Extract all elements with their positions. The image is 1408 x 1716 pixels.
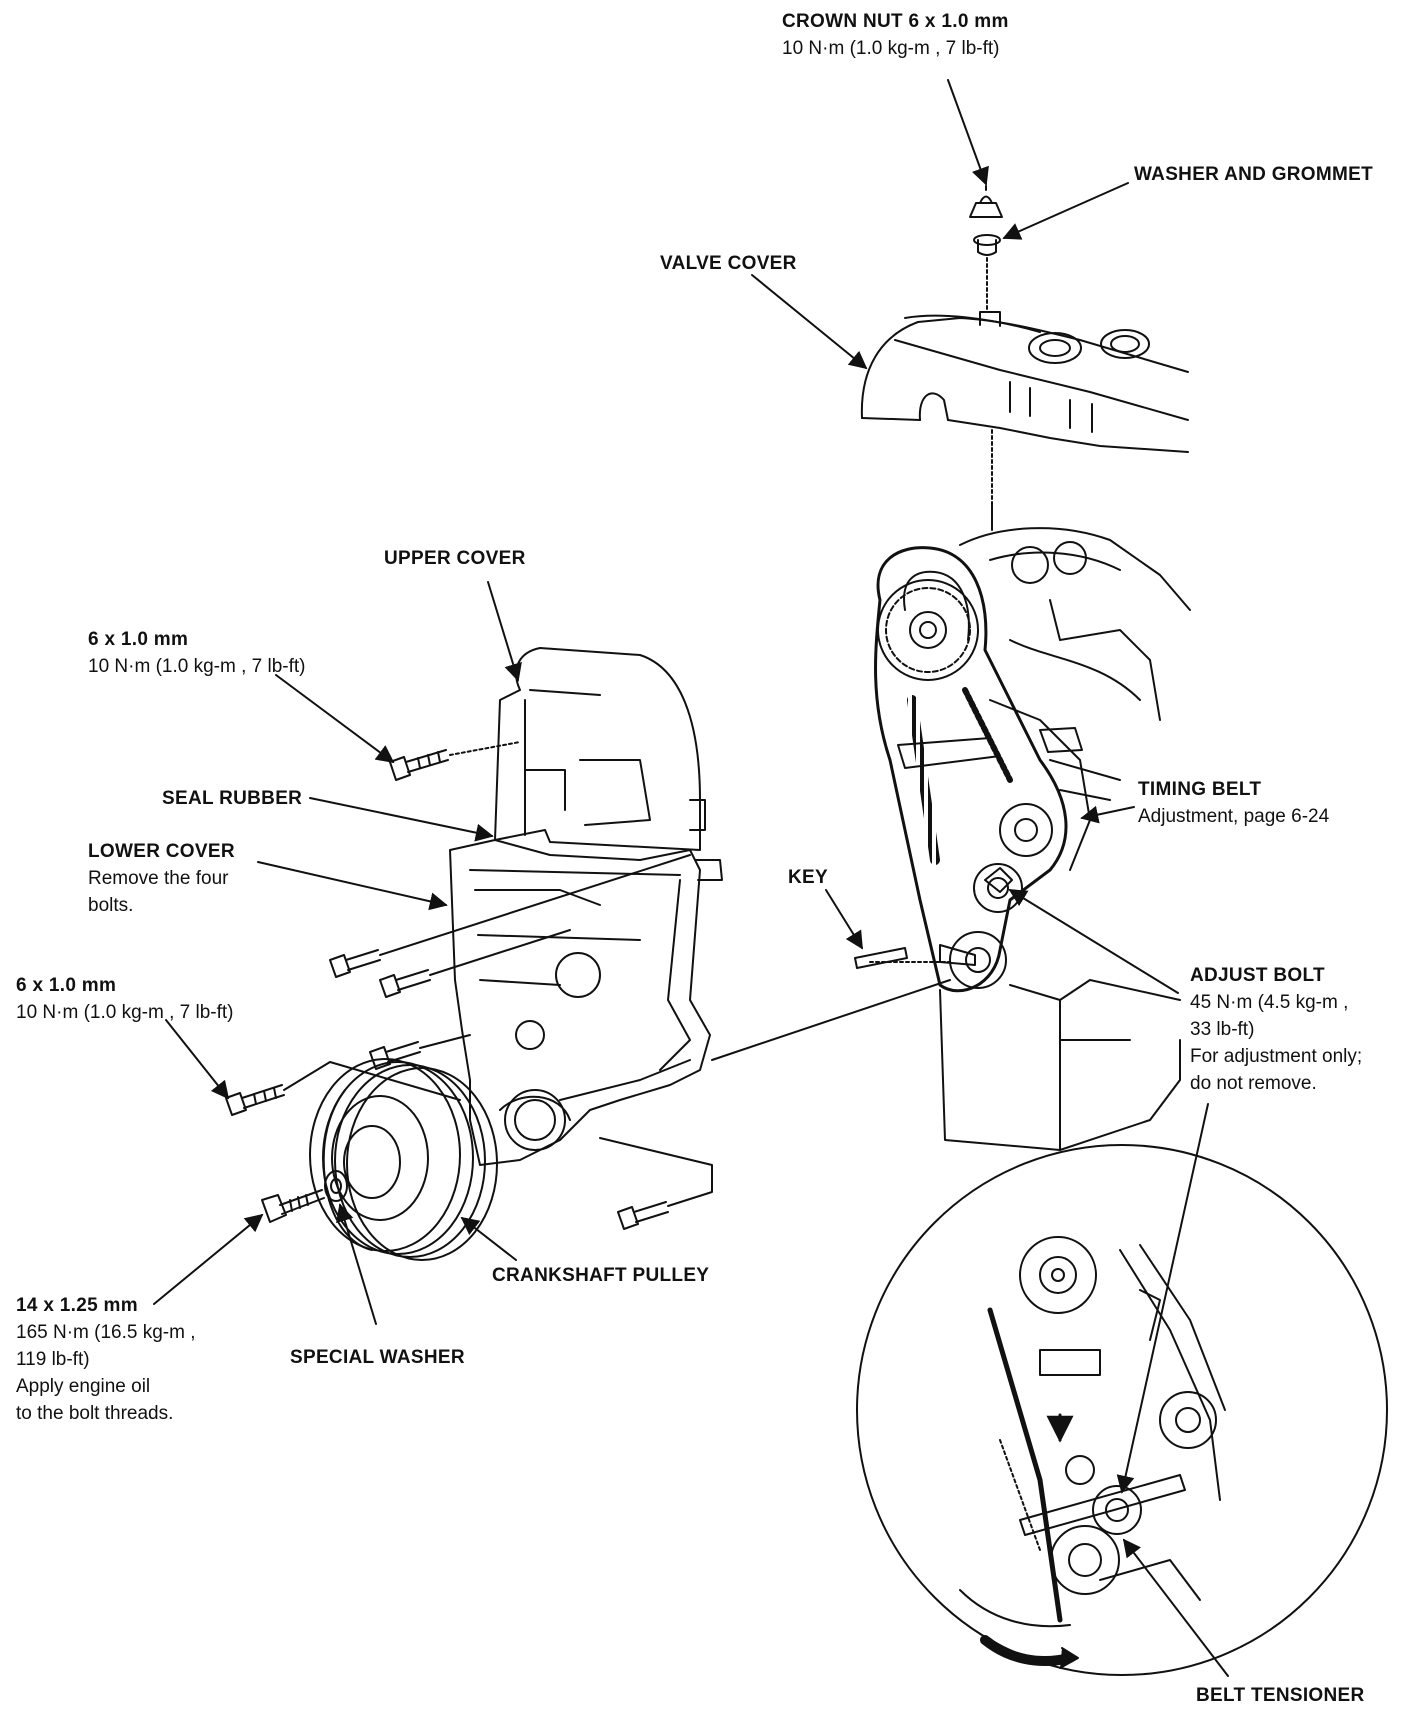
camshaft-pulley — [877, 579, 979, 681]
leader-crankshaft-pulley — [460, 1216, 517, 1261]
crank-sprocket — [939, 931, 1007, 989]
special-washer — [324, 1170, 348, 1202]
label-crank-bolt: 14 x 1.25 mm 165 N·m (16.5 kg-m , 119 lb… — [16, 1295, 196, 1424]
bolt-lower-cover-1 — [329, 949, 381, 978]
label-special-washer: SPECIAL WASHER — [290, 1347, 465, 1368]
leader-key — [825, 889, 863, 950]
tensioner-pulley — [973, 863, 1023, 913]
leader-timing-belt — [1080, 805, 1135, 824]
bolt-lower-cover-3 — [369, 1041, 421, 1070]
crankshaft-pulley — [309, 1058, 498, 1261]
leader-bolt-lower — [165, 1019, 230, 1100]
timing-belt — [874, 546, 1068, 993]
label-crown-nut: CROWN NUT 6 x 1.0 mm 10 N·m (1.0 kg-m , … — [782, 11, 1009, 59]
label-valve-cover: VALVE COVER — [660, 253, 797, 274]
crown-nut — [969, 185, 1003, 218]
engine-block — [939, 505, 1191, 1151]
label-timing-belt: TIMING BELT Adjustment, page 6-24 — [1138, 779, 1330, 827]
leader-washer-grommet — [1002, 182, 1129, 240]
leader-crown-nut — [947, 79, 989, 186]
leader-adjust-bolt-inset — [1116, 1103, 1209, 1494]
bolt-lower-cover-4 — [617, 1201, 669, 1230]
crank-bolt — [261, 1189, 325, 1223]
leader-bolt-upper — [275, 674, 395, 764]
label-bolt-lower: 6 x 1.0 mm 10 N·m (1.0 kg-m , 7 lb-ft) — [16, 975, 234, 1023]
upper-cover — [494, 647, 706, 851]
water-pump-pulley — [999, 803, 1053, 857]
leader-valve-cover — [751, 274, 868, 370]
label-washer-grommet: WASHER AND GROMMET — [1134, 164, 1374, 185]
label-key: KEY — [788, 867, 828, 888]
washer-grommet — [973, 234, 1001, 256]
woodruff-key — [854, 947, 908, 969]
leader-adjust-bolt — [1008, 889, 1179, 994]
timing-bracket — [897, 727, 1083, 769]
leader-lower-cover — [257, 861, 448, 911]
bolt-6x1-lower — [225, 1084, 285, 1116]
leader-crank-bolt — [153, 1213, 264, 1305]
label-bolt-upper: 6 x 1.0 mm 10 N·m (1.0 kg-m , 7 lb-ft) — [88, 629, 306, 677]
leader-seal-rubber — [309, 797, 494, 842]
lower-cover — [449, 839, 723, 1166]
label-adjust-bolt: ADJUST BOLT 45 N·m (4.5 kg-m , 33 lb-ft)… — [1190, 965, 1363, 1094]
label-belt-tensioner: BELT TENSIONER — [1196, 1685, 1365, 1706]
label-crankshaft-pulley: CRANKSHAFT PULLEY — [492, 1265, 710, 1286]
bolt-upper-cover — [389, 749, 449, 781]
valve-cover — [860, 311, 1189, 453]
leader-upper-cover — [487, 581, 522, 682]
inset-detail — [856, 1144, 1388, 1676]
label-lower-cover: LOWER COVER Remove the four bolts. — [88, 841, 235, 916]
bolt-lower-cover-2 — [379, 969, 431, 998]
leader-special-washer — [336, 1203, 377, 1325]
label-seal-rubber: SEAL RUBBER — [162, 788, 303, 809]
label-upper-cover: UPPER COVER — [384, 548, 526, 569]
leader-belt-tensioner — [1122, 1538, 1229, 1677]
